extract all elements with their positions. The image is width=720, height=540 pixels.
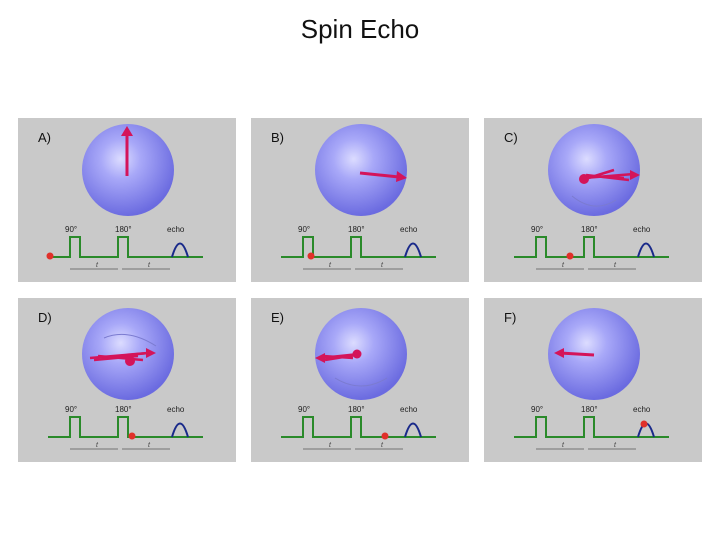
panel-label: E) xyxy=(271,310,284,325)
pulse-sequence xyxy=(48,236,203,258)
interval-t2: t xyxy=(381,262,383,269)
dephasing-spins xyxy=(581,168,635,182)
label-echo: echo xyxy=(400,225,418,234)
magnetization-arrow xyxy=(559,351,595,357)
panel-f-graphic xyxy=(514,308,669,450)
label-echo: echo xyxy=(400,405,418,414)
panel-e: E) 90° 180° echo t t xyxy=(251,298,469,462)
interval-t2: t xyxy=(614,262,616,269)
interval-t2: t xyxy=(148,262,150,269)
panel-a: A) 90° 180° echo t t xyxy=(18,118,236,282)
panel-b-graphic xyxy=(281,124,436,270)
panel-f: F) 90° 180° echo t t xyxy=(484,298,702,462)
panel-label: A) xyxy=(38,130,51,145)
arrow-head xyxy=(554,348,564,358)
label-90: 90° xyxy=(65,405,78,414)
panel-label: B) xyxy=(271,130,284,145)
label-echo: echo xyxy=(167,405,185,414)
pulse-sequence xyxy=(514,236,669,258)
label-180: 180° xyxy=(348,405,365,414)
arrow-head xyxy=(121,126,133,136)
panel-c-graphic xyxy=(514,124,669,270)
interval-t1: t xyxy=(329,442,331,449)
label-180: 180° xyxy=(581,225,598,234)
bloch-sphere xyxy=(548,124,640,216)
label-180: 180° xyxy=(115,405,132,414)
slide-title: Spin Echo xyxy=(300,14,420,44)
time-marker-dot xyxy=(307,252,315,260)
panel-label: F) xyxy=(504,310,517,325)
time-marker-dot xyxy=(128,432,136,440)
label-echo: echo xyxy=(167,225,185,234)
panel-d-graphic xyxy=(48,308,203,450)
panel-d: D) 90° 180° echo t t xyxy=(18,298,236,462)
label-echo: echo xyxy=(633,405,651,414)
time-marker-dot xyxy=(46,252,54,260)
interval-t2: t xyxy=(148,442,150,449)
bloch-sphere xyxy=(315,124,407,216)
time-marker-dot xyxy=(381,432,389,440)
panel-e-graphic xyxy=(281,308,436,450)
label-180: 180° xyxy=(581,405,598,414)
label-90: 90° xyxy=(531,405,544,414)
magnetization-arrow xyxy=(359,171,400,179)
label-echo: echo xyxy=(633,225,651,234)
label-90: 90° xyxy=(298,225,311,234)
panel-a-graphic xyxy=(46,124,203,270)
panel-label: C) xyxy=(504,130,518,145)
label-90: 90° xyxy=(298,405,311,414)
interval-t1: t xyxy=(329,262,331,269)
interval-t1: t xyxy=(96,262,98,269)
pulse-sequence xyxy=(281,236,436,258)
interval-t1: t xyxy=(562,262,564,269)
label-90: 90° xyxy=(65,225,78,234)
label-180: 180° xyxy=(115,225,132,234)
label-180: 180° xyxy=(348,225,365,234)
panel-label: D) xyxy=(38,310,52,325)
interval-t2: t xyxy=(614,442,616,449)
interval-t1: t xyxy=(562,442,564,449)
interval-t2: t xyxy=(381,442,383,449)
pulse-sequence xyxy=(281,416,436,438)
arrow-head xyxy=(396,171,407,182)
interval-t1: t xyxy=(96,442,98,449)
time-marker-dot xyxy=(566,252,574,260)
time-marker-dot xyxy=(640,420,648,428)
panel-c: C) 90° 180° echo t t xyxy=(484,118,702,282)
panel-b: B) 90° 180° echo t t xyxy=(251,118,469,282)
label-90: 90° xyxy=(531,225,544,234)
pulse-sequence xyxy=(48,416,203,438)
